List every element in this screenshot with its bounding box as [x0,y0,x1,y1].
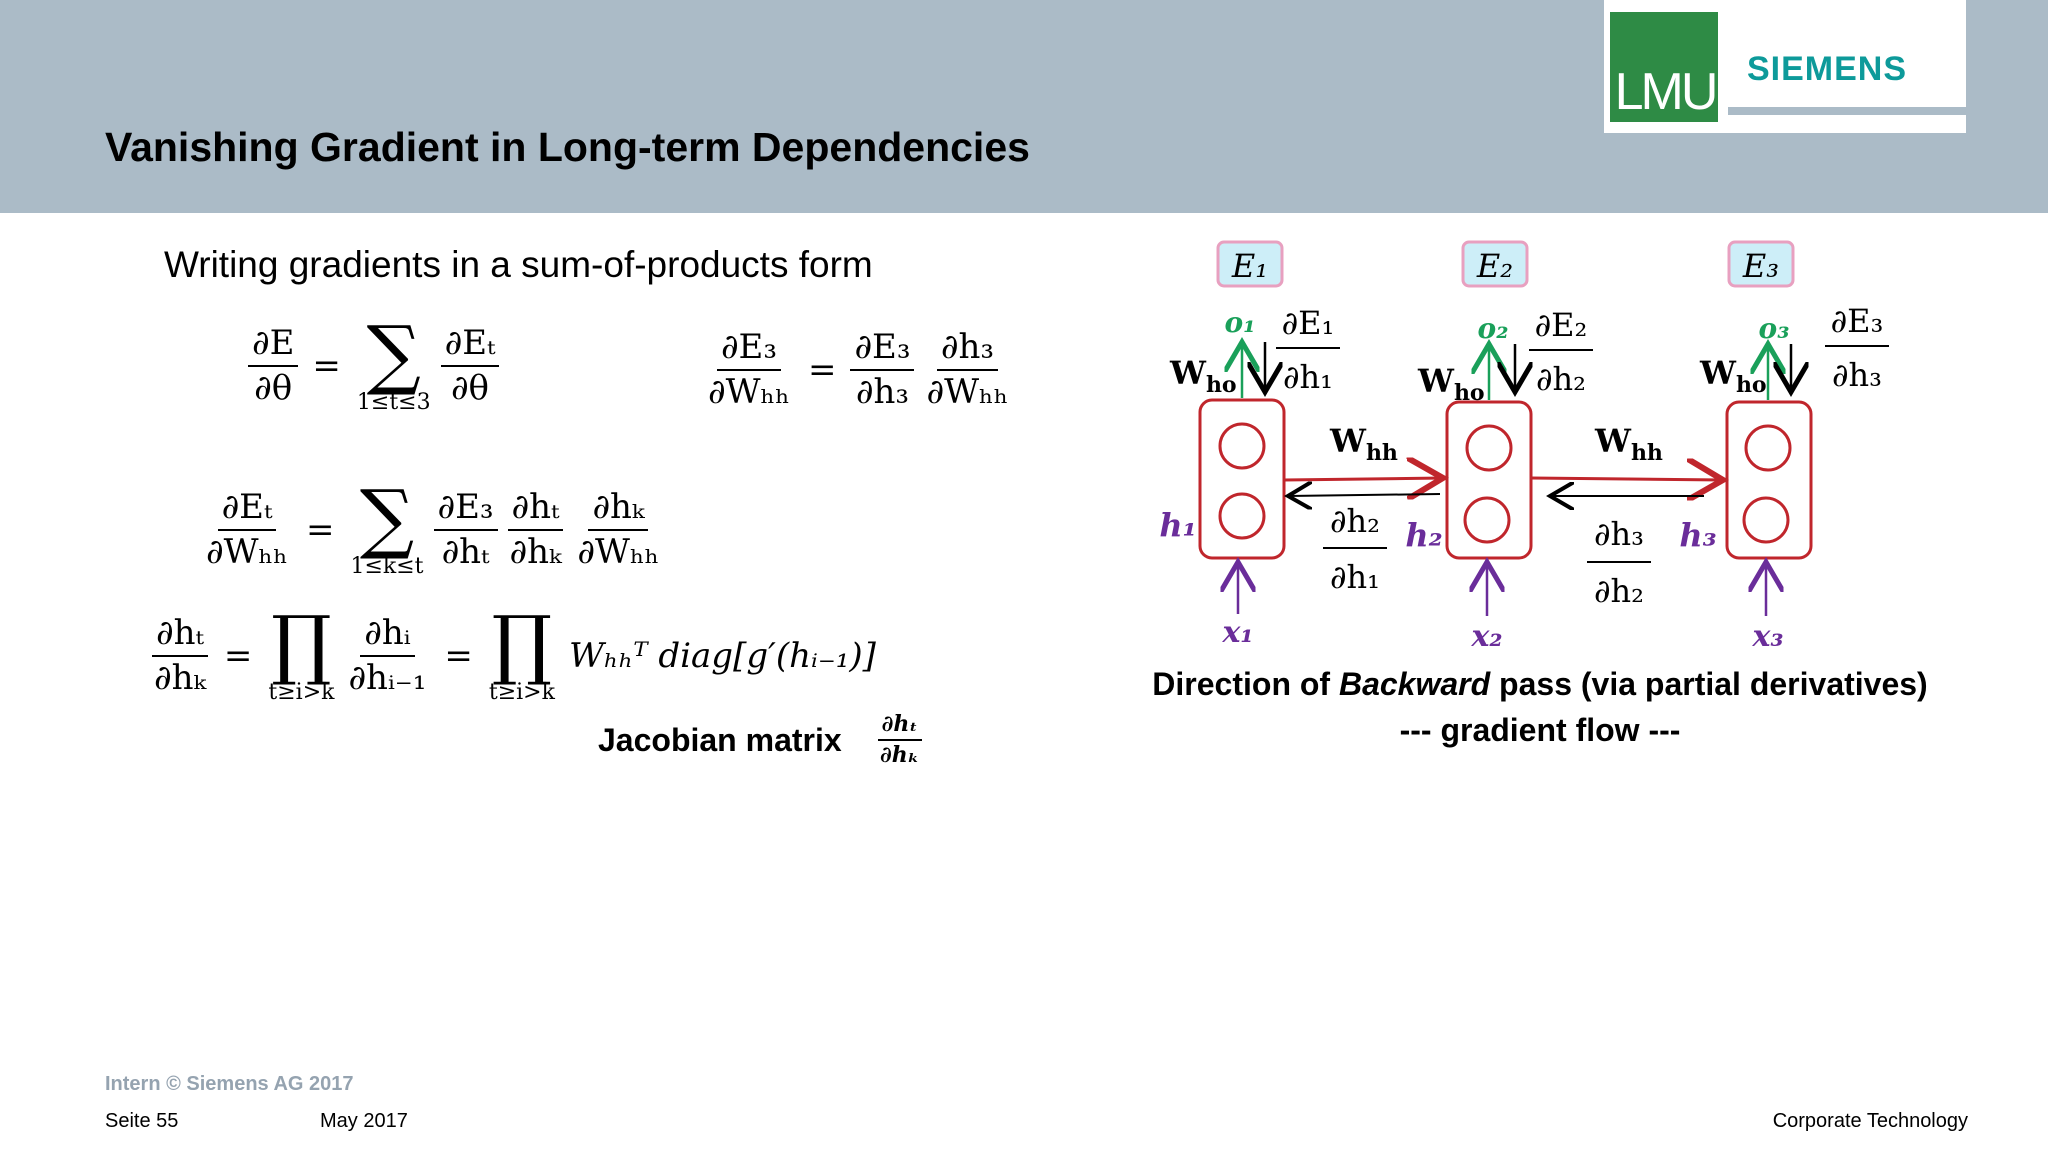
svg-text:∂h₃: ∂h₃ [1594,515,1644,553]
footer-date: May 2017 [320,1110,408,1132]
output-gradient-3: ∂E₃ ∂h₃ [1825,302,1889,394]
slide-title: Vanishing Gradient in Long-term Dependen… [105,124,1030,170]
output-label-2: o₂ [1478,312,1509,345]
siemens-logo: SIEMENS [1747,50,1908,88]
equation-e3-gradient: ∂E₃∂Wₕₕ = ∂E₃∂h₃ ∂h₃∂Wₕₕ [700,327,1016,413]
equation-jacobian-product: ∂hₜ∂hₖ = ∏t≥i>k ∂hᵢ∂hᵢ₋₁ = ∏t≥i>k Wₕₕᵀ d… [146,599,876,706]
hidden-gradient-1: ∂h₂ ∂h₁ [1323,502,1387,596]
logo-stripe [1728,107,1966,115]
sum-operator: ∑1≤k≤t [350,473,424,580]
svg-text:∂E₁: ∂E₁ [1282,304,1335,342]
lmu-logo [1610,12,1718,122]
backward-arrow-1 [1288,494,1441,496]
product-operator: ∏t≥i>k [268,599,335,706]
svg-text:∂h₃: ∂h₃ [1832,356,1882,394]
svg-text:∂h₁: ∂h₁ [1283,358,1333,396]
fraction: ∂hₜ∂hₖ [507,487,564,573]
lmu-logo-text: LMU [1614,63,1719,121]
hidden-gradient-2: ∂h₃ ∂h₂ [1587,515,1651,610]
neuron [1463,496,1511,544]
weight-hh-label-2: Whh [1594,422,1663,466]
equation-total-gradient: ∂E∂θ = ∑1≤t≤3 ∂Eₜ∂θ [244,309,503,416]
svg-text:∂h₁: ∂h₁ [1330,558,1380,596]
svg-text:∂E₂: ∂E₂ [1535,306,1588,344]
neuron [1742,496,1790,544]
fraction: ∂hᵢ∂hᵢ₋₁ [348,613,427,699]
svg-text:∂E₃: ∂E₃ [1831,302,1884,340]
error-box-1 [1216,240,1284,288]
recurrent-arrow-2 [1530,478,1723,480]
weight-hh-label-1: Whh [1329,422,1398,466]
fraction: ∂E₃∂hₜ [433,487,498,572]
svg-text:∂h₂: ∂h₂ [1330,502,1380,540]
recurrent-arrow-1 [1283,478,1443,480]
neuron [1744,424,1792,472]
footer-page: Seite 55 [105,1110,179,1132]
error-box-2 [1461,240,1529,288]
weight-ho-label-3: Who [1699,354,1767,398]
error-label-1: E₁ [1231,247,1268,285]
equation-et-gradient: ∂Eₜ∂Wₕₕ = ∑1≤k≤t ∂E₃∂hₜ ∂hₜ∂hₖ ∂hₖ∂Wₕₕ [198,473,667,580]
error-box-3 [1727,240,1795,288]
svg-text:∂h₂: ∂h₂ [1594,572,1644,610]
diagram-caption: Direction of Backward pass (via partial … [1152,666,1928,702]
svg-text:∂h₂: ∂h₂ [1536,360,1586,398]
neuron [1218,422,1266,470]
fraction: ∂Eₜ∂θ [440,323,500,408]
hidden-label-3: h₃ [1679,516,1716,554]
jacobian-fraction: ∂hₜ∂hₖ [872,711,927,769]
product-operator: ∏t≥i>k [488,599,555,706]
footer-department: Corporate Technology [1772,1110,1968,1132]
output-gradient-1: ∂E₁ ∂h₁ [1276,304,1340,396]
fraction: ∂h₃∂Wₕₕ [926,327,1009,413]
input-label-1: x₁ [1221,615,1253,650]
error-label-3: E₃ [1742,247,1779,285]
error-label-2: E₂ [1476,247,1513,285]
output-gradient-2: ∂E₂ ∂h₂ [1529,306,1593,398]
fraction: ∂E₃∂h₃ [850,327,915,412]
subtitle: Writing gradients in a sum-of-products f… [164,244,873,285]
fraction: ∂hₜ∂hₖ [152,613,208,699]
hidden-label-2: h₂ [1405,516,1442,554]
input-label-2: x₂ [1470,619,1502,654]
fraction: ∂hₖ∂Wₕₕ [577,487,660,573]
fraction: ∂Eₜ∂Wₕₕ [206,487,288,573]
weight-ho-label-2: Who [1417,362,1485,406]
hidden-label-1: h₁ [1159,506,1196,544]
diagram-caption-line2: --- gradient flow --- [1399,712,1681,748]
weight-ho-label-1: Who [1169,354,1237,398]
jacobian-label: Jacobian matrix [598,722,842,758]
output-label-3: o₃ [1759,312,1790,345]
jacobian-expression: Wₕₕᵀ diag[g′(hᵢ₋₁)] [568,636,876,677]
footer-copyright: Intern © Siemens AG 2017 [105,1073,354,1095]
fraction: ∂E∂θ [248,323,299,408]
sum-operator: ∑1≤t≤3 [356,309,431,416]
fraction: ∂E₃∂Wₕₕ [708,327,790,413]
neuron [1218,492,1266,540]
neuron [1465,424,1513,472]
input-label-3: x₃ [1751,619,1783,654]
output-label-1: o₁ [1225,306,1256,339]
